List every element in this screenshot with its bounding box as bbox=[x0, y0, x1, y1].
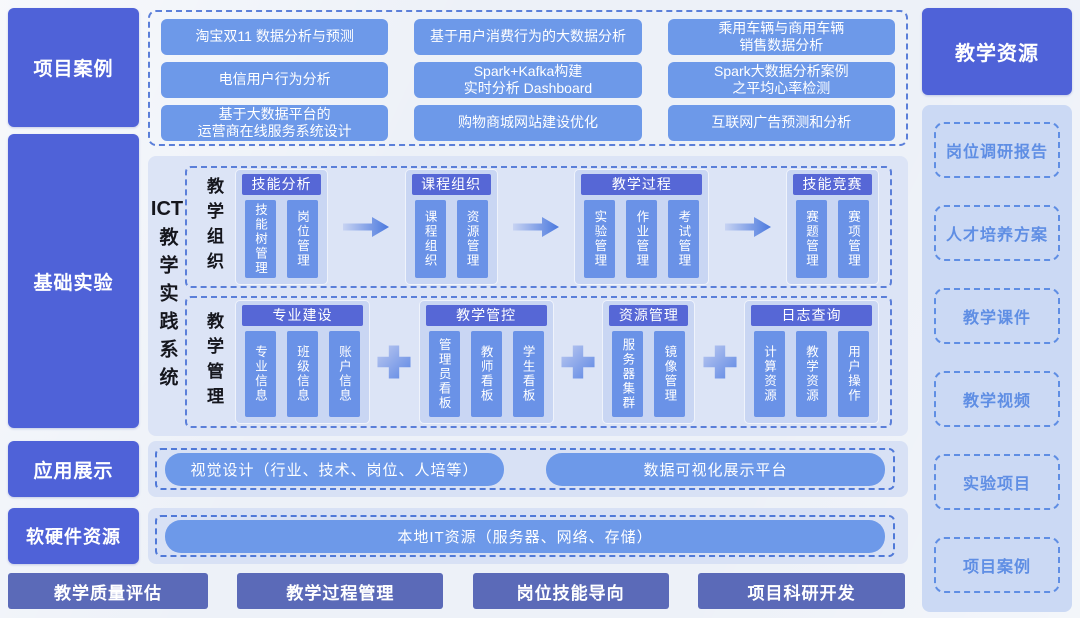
group-title: 资源管理 bbox=[609, 305, 689, 326]
footer-teaching-quality: 教学质量评估 bbox=[8, 573, 208, 609]
case-vehicle-sales: 乘用车辆与商用车辆 销售数据分析 bbox=[667, 19, 895, 55]
case-spark-heartrate: Spark大数据分析案例 之平均心率检测 bbox=[667, 62, 895, 98]
module-student-dashboard: 学生看板 bbox=[512, 331, 544, 417]
module-course-organization: 课程组织 bbox=[414, 200, 446, 278]
module-compute-resource: 计算资源 bbox=[754, 331, 786, 417]
module-image-mgmt: 镜像管理 bbox=[654, 331, 686, 417]
group-resource-management: 资源管理 服务器集群 镜像管理 bbox=[603, 301, 695, 423]
plus-icon bbox=[369, 345, 420, 379]
teaching-resources-header: 教学资源 bbox=[922, 8, 1072, 95]
resource-project-cases: 项目案例 bbox=[934, 537, 1060, 593]
ict-system-title: ICT 教学实践系统 bbox=[148, 156, 186, 436]
footer-bar: 教学质量评估 教学过程管理 岗位技能导向 项目科研开发 bbox=[8, 573, 905, 609]
row-label-teaching-organization: 教学组织 bbox=[204, 177, 223, 277]
rail-software-hardware: 软硬件资源 bbox=[8, 508, 139, 564]
plus-icon bbox=[694, 345, 745, 379]
module-class-info: 班级信息 bbox=[287, 331, 318, 417]
group-title: 技能分析 bbox=[242, 174, 321, 195]
application-display-dashed-box: 视觉设计（行业、技术、岗位、人培等） 数据可视化展示平台 bbox=[155, 448, 895, 490]
module-user-operation: 用户操作 bbox=[838, 331, 870, 417]
resource-teaching-videos: 教学视频 bbox=[934, 371, 1060, 427]
group-title: 技能竞赛 bbox=[793, 174, 873, 195]
resource-teaching-courseware: 教学课件 bbox=[934, 288, 1060, 344]
footer-teaching-process: 教学过程管理 bbox=[237, 573, 444, 609]
project-cases-panel: 淘宝双11 数据分析与预测 基于用户消费行为的大数据分析 乘用车辆与商用车辆 销… bbox=[148, 10, 908, 146]
software-hardware-dashed-box: 本地IT资源（服务器、网络、存储） bbox=[155, 515, 895, 557]
application-display-panel: 视觉设计（行业、技术、岗位、人培等） 数据可视化展示平台 bbox=[148, 441, 908, 497]
group-log-query: 日志查询 计算资源 教学资源 用户操作 bbox=[745, 301, 879, 423]
footer-project-research: 项目科研开发 bbox=[697, 573, 905, 609]
teaching-organization-panel: 教学组织 技能分析 技能树管理 岗位管理 课程组织 课程组织 资源管理 教学过程 bbox=[185, 166, 892, 288]
rail-basic-experiments: 基础实验 bbox=[8, 134, 139, 428]
case-spark-kafka: Spark+Kafka构建 实时分析 Dashboard bbox=[414, 62, 642, 98]
group-title: 专业建设 bbox=[242, 305, 363, 326]
case-consumer-bigdata: 基于用户消费行为的大数据分析 bbox=[414, 19, 642, 55]
group-skill-analysis: 技能分析 技能树管理 岗位管理 bbox=[236, 170, 327, 284]
arrow-right-icon bbox=[497, 217, 576, 237]
footer-post-skill: 岗位技能导向 bbox=[472, 573, 669, 609]
module-major-info: 专业信息 bbox=[245, 331, 276, 417]
resource-post-research-report: 岗位调研报告 bbox=[934, 122, 1060, 178]
ict-system-panel: ICT 教学实践系统 教学组织 技能分析 技能树管理 岗位管理 课程组织 课程组… bbox=[148, 156, 908, 436]
group-teaching-process: 教学过程 实验管理 作业管理 考试管理 bbox=[575, 170, 709, 284]
module-experiment-mgmt: 实验管理 bbox=[584, 200, 616, 278]
teaching-resources-panel: 岗位调研报告 人才培养方案 教学课件 教学视频 实验项目 项目案例 bbox=[922, 105, 1072, 612]
group-title: 课程组织 bbox=[411, 174, 491, 195]
module-server-cluster: 服务器集群 bbox=[612, 331, 644, 417]
resource-experiment-projects: 实验项目 bbox=[934, 454, 1060, 510]
group-teaching-control: 教学管控 管理员看板 教师看板 学生看板 bbox=[419, 301, 553, 423]
data-visualization-button: 数据可视化展示平台 bbox=[546, 452, 885, 486]
module-admin-dashboard: 管理员看板 bbox=[428, 331, 460, 417]
module-homework-mgmt: 作业管理 bbox=[626, 200, 658, 278]
visual-design-button: 视觉设计（行业、技术、岗位、人培等） bbox=[165, 452, 504, 486]
ict-title-latin: ICT bbox=[150, 197, 184, 220]
local-it-resources-button: 本地IT资源（服务器、网络、存储） bbox=[165, 519, 885, 553]
module-account-info: 账户信息 bbox=[329, 331, 360, 417]
group-major-construction: 专业建设 专业信息 班级信息 账户信息 bbox=[236, 301, 369, 423]
rail-application-display: 应用展示 bbox=[8, 441, 139, 497]
case-bigdata-platform: 基于大数据平台的 运营商在线服务系统设计 bbox=[161, 105, 389, 141]
resource-talent-training-plan: 人才培养方案 bbox=[934, 205, 1060, 261]
module-skill-tree-mgmt: 技能树管理 bbox=[245, 200, 276, 278]
rail-project-cases: 项目案例 bbox=[8, 8, 139, 127]
case-telecom-behavior: 电信用户行为分析 bbox=[161, 62, 389, 98]
plus-icon bbox=[553, 345, 604, 379]
group-title: 日志查询 bbox=[751, 305, 873, 326]
module-post-mgmt: 岗位管理 bbox=[287, 200, 318, 278]
group-course-organization: 课程组织 课程组织 资源管理 bbox=[405, 170, 497, 284]
row-label-teaching-management: 教学管理 bbox=[204, 312, 223, 412]
module-contest-event-mgmt: 赛项管理 bbox=[838, 200, 870, 278]
module-contest-question-mgmt: 赛题管理 bbox=[796, 200, 828, 278]
case-mall-website: 购物商城网站建设优化 bbox=[414, 105, 642, 141]
arrow-right-icon bbox=[708, 217, 787, 237]
module-teacher-dashboard: 教师看板 bbox=[470, 331, 502, 417]
group-skill-competition: 技能竞赛 赛题管理 赛项管理 bbox=[787, 170, 879, 284]
module-resource-mgmt: 资源管理 bbox=[456, 200, 488, 278]
software-hardware-panel: 本地IT资源（服务器、网络、存储） bbox=[148, 508, 908, 564]
group-title: 教学过程 bbox=[581, 174, 703, 195]
module-exam-mgmt: 考试管理 bbox=[668, 200, 700, 278]
teaching-management-panel: 教学管理 专业建设 专业信息 班级信息 账户信息 教学管控 管理员看板 教师看板… bbox=[185, 296, 892, 428]
group-title: 教学管控 bbox=[425, 305, 547, 326]
case-internet-ads: 互联网广告预测和分析 bbox=[667, 105, 895, 141]
module-teaching-resource: 教学资源 bbox=[796, 331, 828, 417]
ict-title-cjk: 教学实践系统 bbox=[156, 226, 178, 395]
case-taobao: 淘宝双11 数据分析与预测 bbox=[161, 19, 389, 55]
arrow-right-icon bbox=[327, 217, 406, 237]
